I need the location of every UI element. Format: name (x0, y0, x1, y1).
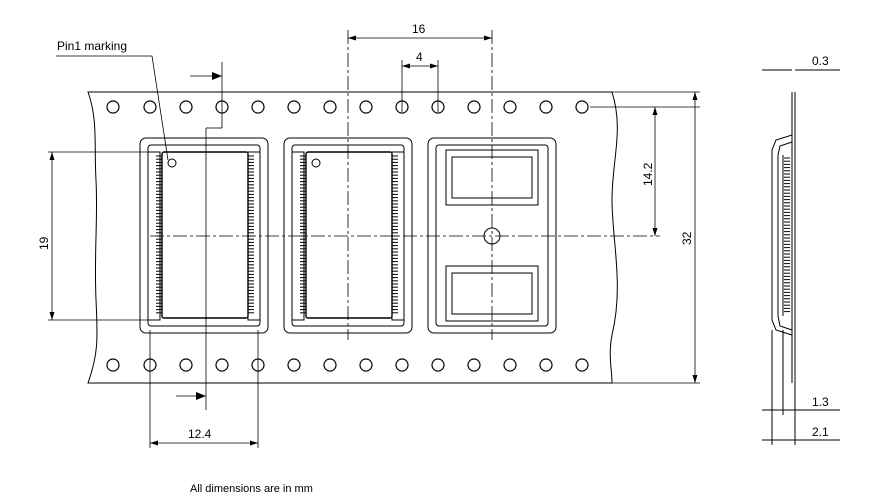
pocket-outline (427, 137, 557, 334)
sprocket-hole (503, 358, 517, 372)
sprocket-hole (467, 100, 481, 114)
empty-cavity-top (445, 149, 539, 206)
side-view (762, 69, 840, 445)
sprocket-holes-top (106, 100, 589, 114)
sprocket-hole (287, 358, 301, 372)
arrowhead (49, 312, 55, 320)
arrowhead (692, 375, 698, 383)
sprocket-hole (431, 358, 445, 372)
pocket-inner (147, 144, 261, 327)
dim-text-sprocket-center: 14.2 (641, 162, 655, 186)
sprocket-hole (251, 100, 265, 114)
dimension-lines (48, 37, 700, 448)
sprocket-holes-bottom (106, 358, 589, 372)
arrowhead (196, 392, 206, 400)
sprocket-hole (323, 100, 337, 114)
pin1-dot (167, 158, 177, 168)
sprocket-hole (575, 100, 589, 114)
dim-text-tape-thickness: 0.3 (812, 54, 829, 68)
dim-text-pocket-depth-inner: 1.3 (812, 395, 829, 409)
sprocket-hole (106, 100, 120, 114)
arrowhead (484, 35, 492, 41)
ic-body (161, 151, 249, 319)
empty-cavity-bottom (445, 265, 539, 322)
dim-text-tape-width: 32 (680, 231, 694, 245)
dim-text-sprocket-pitch: 4 (416, 50, 423, 64)
sprocket-hole (575, 358, 589, 372)
sprocket-hole (359, 358, 373, 372)
arrowhead (212, 72, 222, 80)
sprocket-hole (395, 358, 409, 372)
annotations: Pin1 marking 16 4 0.3 14.2 32 19 12.4 1.… (37, 22, 829, 495)
pin1-marking-label: Pin1 marking (57, 39, 127, 53)
sprocket-hole (287, 100, 301, 114)
sprocket-hole (323, 358, 337, 372)
sprocket-hole (503, 100, 517, 114)
pin1-leader (56, 55, 169, 161)
arrowhead (348, 35, 356, 41)
side-pocket-inner (777, 141, 793, 331)
pocket-3-empty (427, 137, 557, 334)
side-pocket-outer (771, 134, 793, 336)
arrowhead (652, 228, 658, 236)
arrowhead (430, 63, 438, 69)
ic-leads (156, 155, 398, 314)
side-view-leads (784, 157, 790, 313)
dim-text-pitch: 16 (412, 22, 426, 36)
dim-text-pocket-length: 19 (37, 236, 51, 250)
arrowhead (49, 152, 55, 160)
arrowhead (402, 63, 410, 69)
pocket-outline (139, 137, 269, 334)
dim-text-pocket-depth-outer: 2.1 (812, 425, 829, 439)
sprocket-hole (359, 100, 373, 114)
empty-cavity-top-inner (451, 156, 533, 199)
dim-text-pocket-width: 12.4 (188, 427, 212, 441)
sprocket-hole (215, 358, 229, 372)
empty-cavity-bottom-inner (451, 272, 533, 315)
sprocket-hole (179, 100, 193, 114)
sprocket-hole (106, 358, 120, 372)
arrowhead (652, 107, 658, 115)
footnote: All dimensions are in mm (190, 483, 313, 495)
sprocket-hole (143, 100, 157, 114)
center-lines (150, 30, 660, 340)
sprocket-hole (539, 100, 553, 114)
pin1-dot (311, 158, 321, 168)
sprocket-hole (467, 358, 481, 372)
arrowhead (692, 92, 698, 100)
arrowhead (250, 440, 258, 446)
pocket-1 (139, 137, 269, 334)
arrowheads (49, 35, 698, 446)
ic-body (305, 151, 393, 319)
sprocket-hole (539, 358, 553, 372)
sprocket-hole (179, 358, 193, 372)
arrowhead (150, 440, 158, 446)
